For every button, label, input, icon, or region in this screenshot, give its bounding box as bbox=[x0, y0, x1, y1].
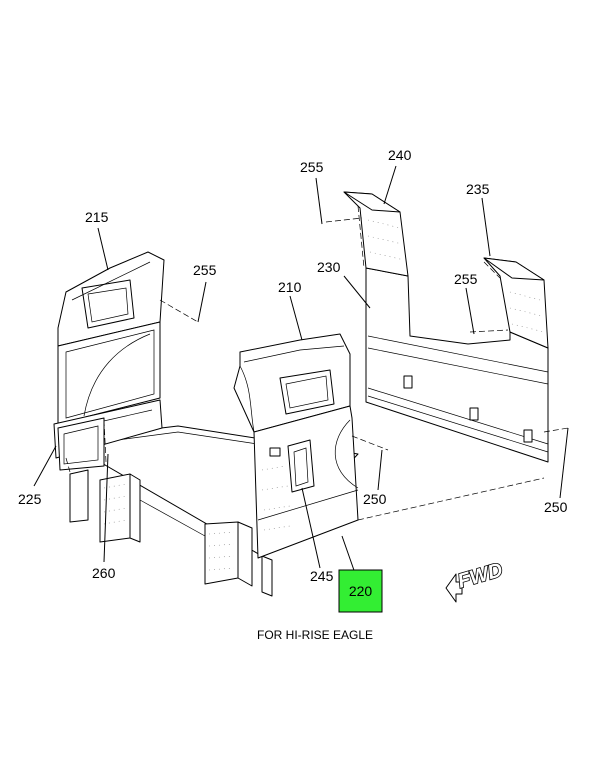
callouts: 240 255 235 215 255 230 255 210 225 250 … bbox=[18, 147, 568, 613]
right-upper-insulation bbox=[483, 257, 549, 349]
callout-250-mid: 250 bbox=[363, 491, 387, 507]
callout-210: 210 bbox=[278, 279, 302, 295]
center-side-panel bbox=[233, 333, 359, 559]
leader-lines bbox=[33, 165, 569, 577]
callout-255-top: 255 bbox=[300, 159, 324, 175]
rear-upper-insulation bbox=[343, 191, 409, 277]
callout-215: 215 bbox=[85, 209, 109, 225]
callout-255-left: 255 bbox=[193, 262, 217, 278]
diagram-caption: FOR HI-RISE EAGLE bbox=[257, 628, 373, 642]
callout-220-highlight[interactable] bbox=[338, 569, 383, 613]
fwd-label: FWD bbox=[455, 559, 505, 593]
callout-220[interactable]: 220 bbox=[349, 583, 373, 599]
callout-250-right: 250 bbox=[544, 499, 568, 515]
callout-235: 235 bbox=[466, 181, 490, 197]
callout-260: 260 bbox=[92, 565, 116, 581]
callout-225: 225 bbox=[18, 491, 42, 507]
callout-230: 230 bbox=[317, 259, 341, 275]
left-side-panel bbox=[53, 251, 165, 471]
callout-255-right: 255 bbox=[454, 271, 478, 287]
lower-frame bbox=[69, 469, 273, 597]
rear-wall-panel bbox=[365, 267, 549, 463]
forward-direction-indicator: FWD bbox=[445, 558, 506, 603]
projection-lines bbox=[65, 205, 569, 521]
forward-arrow-icon bbox=[445, 573, 463, 603]
callout-240: 240 bbox=[388, 147, 412, 163]
callout-245: 245 bbox=[310, 568, 334, 584]
